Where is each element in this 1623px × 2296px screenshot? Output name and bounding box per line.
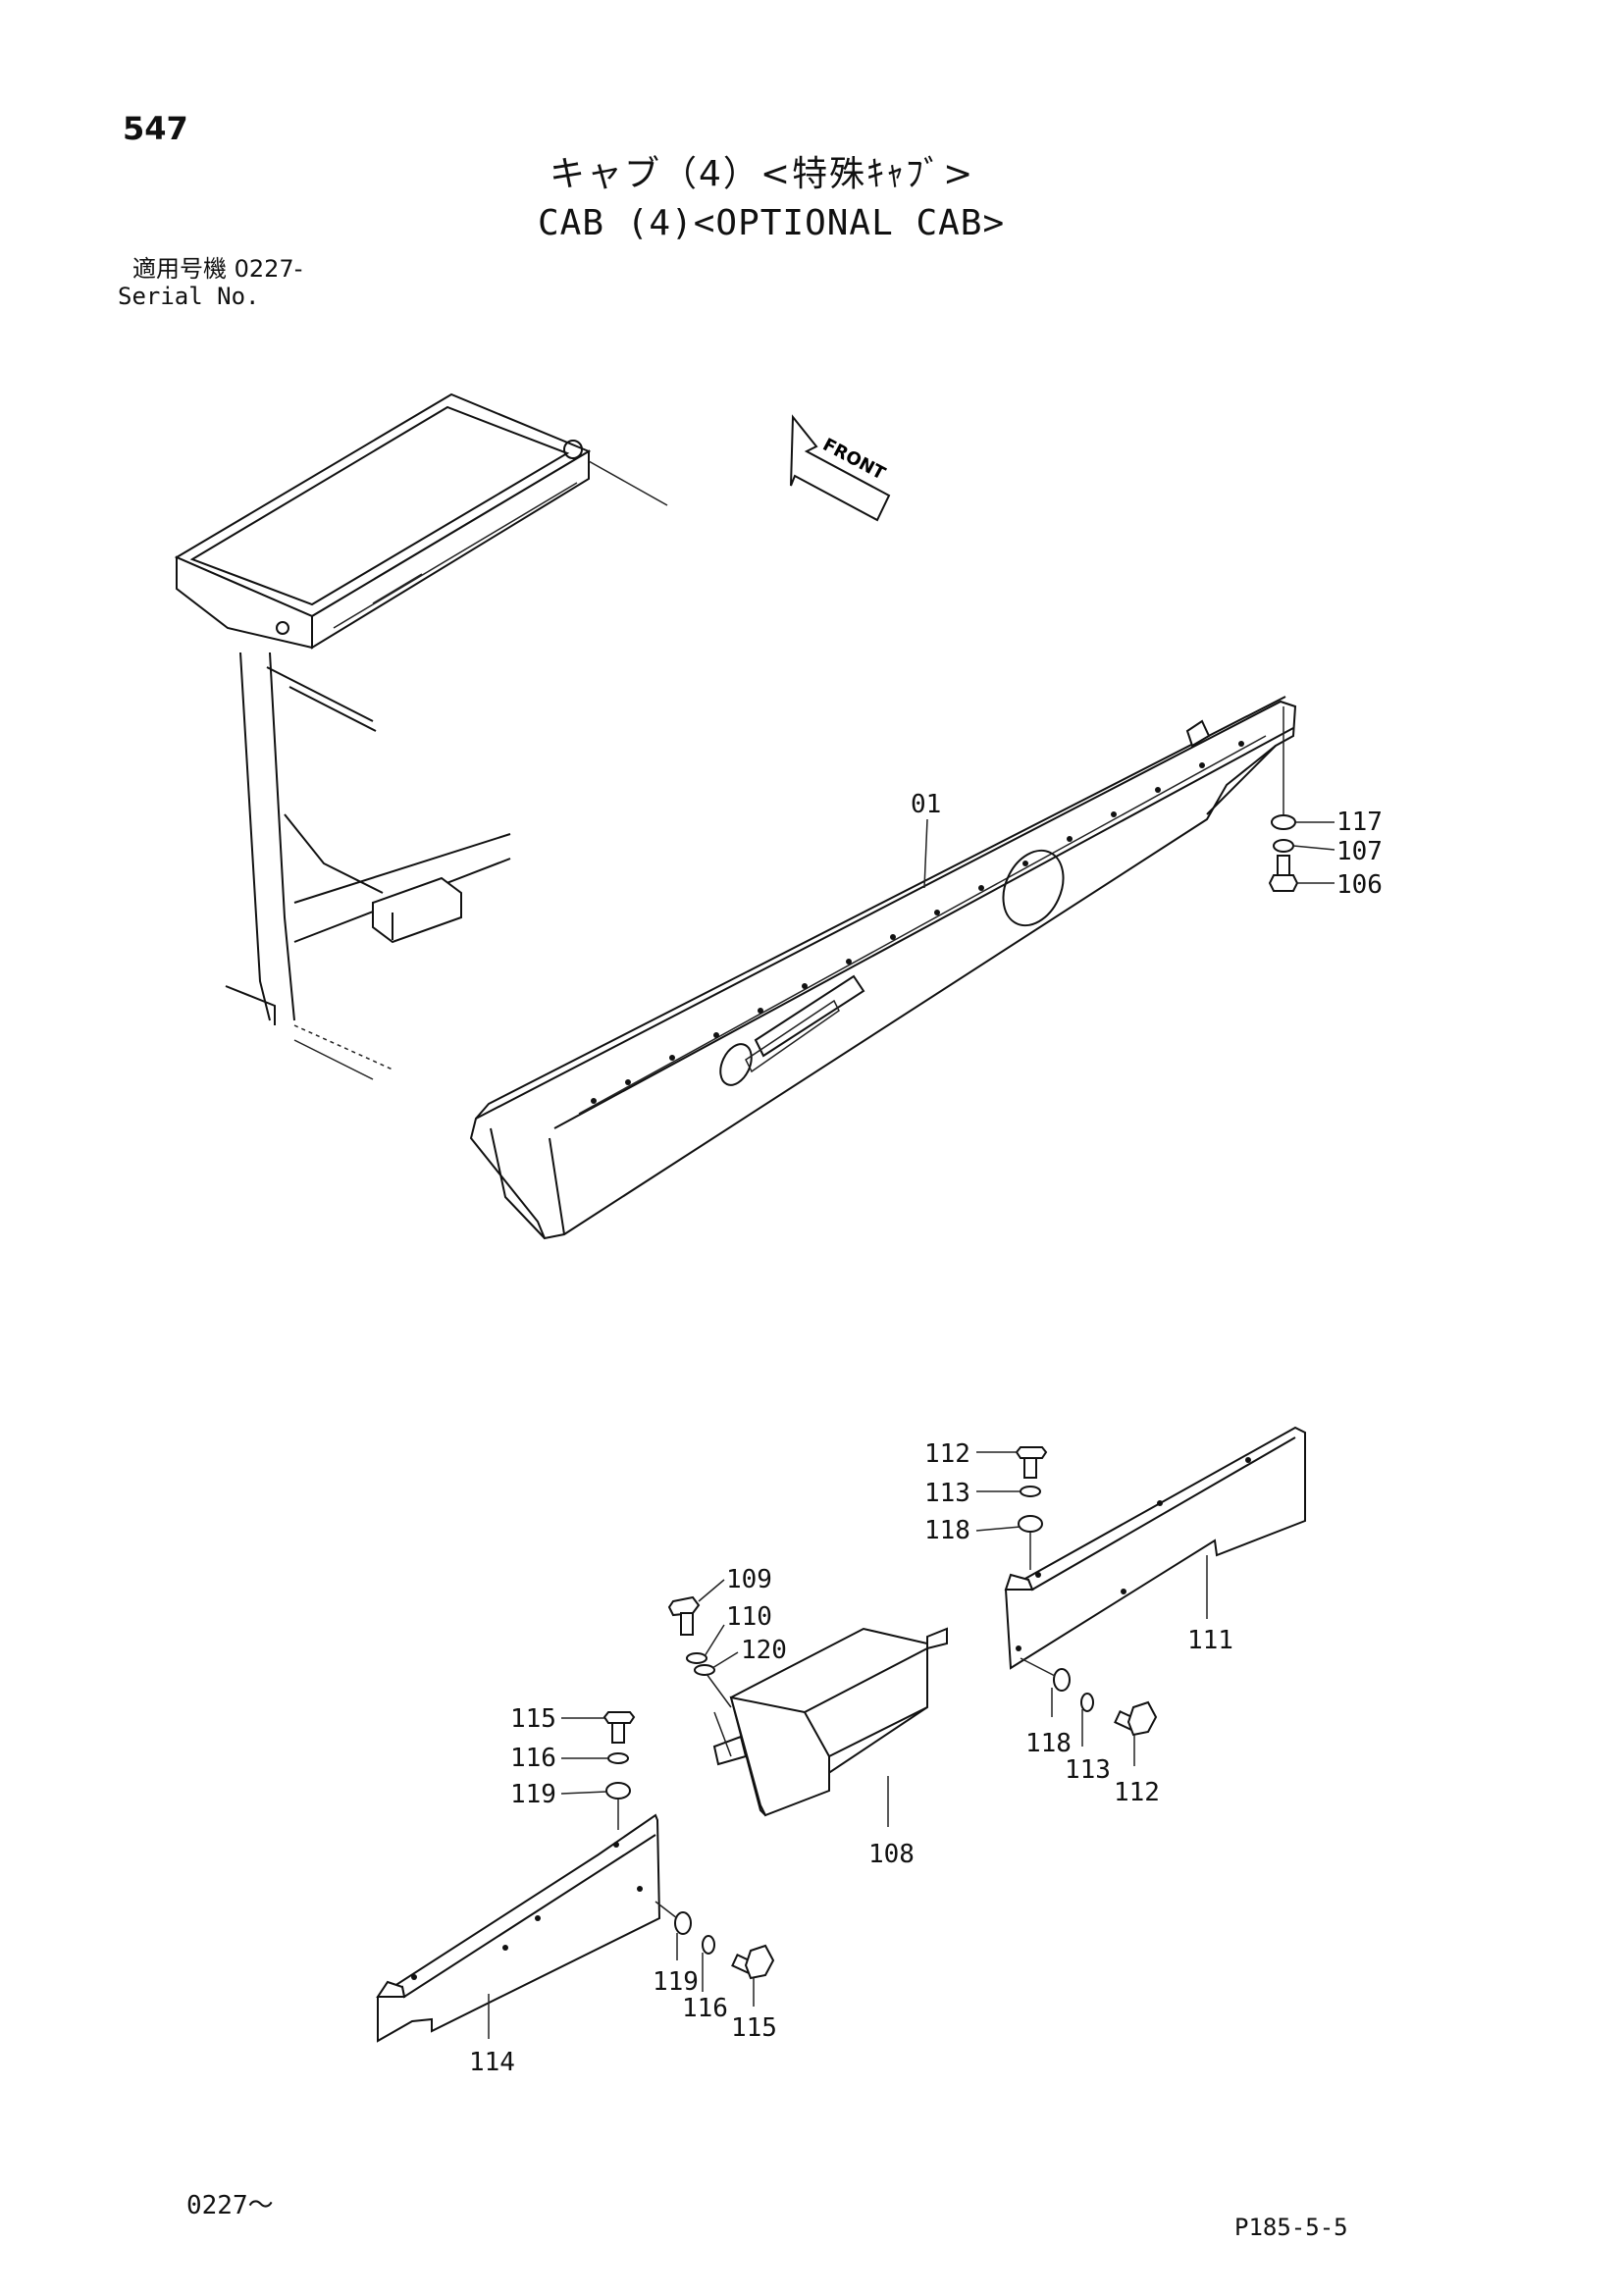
part-label-110: 110 [726, 1602, 772, 1632]
hardware-118-113-112-lower [1020, 1657, 1158, 1766]
page-number: 547 [123, 110, 188, 147]
part-108-cover-drawing [712, 1627, 948, 1817]
part-label-109: 109 [726, 1565, 772, 1594]
part-label-112-lower: 112 [1114, 1778, 1160, 1807]
part-label-119-lower: 119 [653, 1967, 699, 1997]
part-label-107: 107 [1336, 837, 1383, 866]
part-label-108: 108 [868, 1840, 915, 1869]
page-title-japanese: キャブ（4）<特殊ｷｬﾌﾞ> [550, 154, 975, 194]
part-label-114: 114 [469, 2048, 515, 2077]
part-label-115-upper: 115 [510, 1704, 556, 1734]
part-114-panel-drawing [376, 1813, 661, 2043]
part-label-01: 01 [911, 790, 941, 819]
cab-frame-drawing [174, 392, 668, 1080]
part-label-119-upper: 119 [510, 1780, 556, 1809]
part-number-labels: 01 117 107 106 112 113 118 109 110 120 1… [469, 790, 1383, 2077]
hardware-115-116-119-upper [560, 1711, 636, 1830]
hardware-112-113-118-upper [975, 1446, 1048, 1570]
part-label-106: 106 [1336, 870, 1383, 900]
footer-serial-range: 0227～ [186, 2191, 274, 2220]
part-111-panel-drawing [1004, 1426, 1306, 1670]
part-label-115-lower: 115 [731, 2013, 777, 2043]
part-label-116-upper: 116 [510, 1744, 556, 1773]
part-leader-lines [488, 818, 1208, 2039]
page-title-english: CAB (4)<OPTIONAL CAB> [538, 203, 1006, 243]
part-label-116-lower: 116 [682, 1994, 728, 2023]
hardware-109-110-120 [667, 1579, 739, 1708]
hardware-117-107-106 [1268, 706, 1335, 892]
front-direction-arrow: FRONT [790, 414, 891, 522]
part-label-111: 111 [1187, 1626, 1233, 1655]
part-label-118-lower: 118 [1025, 1729, 1072, 1758]
part-label-113-lower: 113 [1065, 1755, 1111, 1785]
part-label-120: 120 [741, 1636, 787, 1665]
hardware-119-116-115-lower [654, 1901, 775, 2007]
serial-label-english: Serial No. [118, 283, 260, 310]
footer-figure-code: P185-5-5 [1234, 2214, 1348, 2241]
part-label-113-upper: 113 [924, 1479, 970, 1508]
part-01-channel-drawing [469, 696, 1297, 1240]
part-label-118-upper: 118 [924, 1516, 970, 1545]
serial-label-japanese: 適用号機 0227- [132, 255, 303, 283]
part-label-117: 117 [1336, 808, 1383, 837]
part-label-112-upper: 112 [924, 1439, 970, 1469]
